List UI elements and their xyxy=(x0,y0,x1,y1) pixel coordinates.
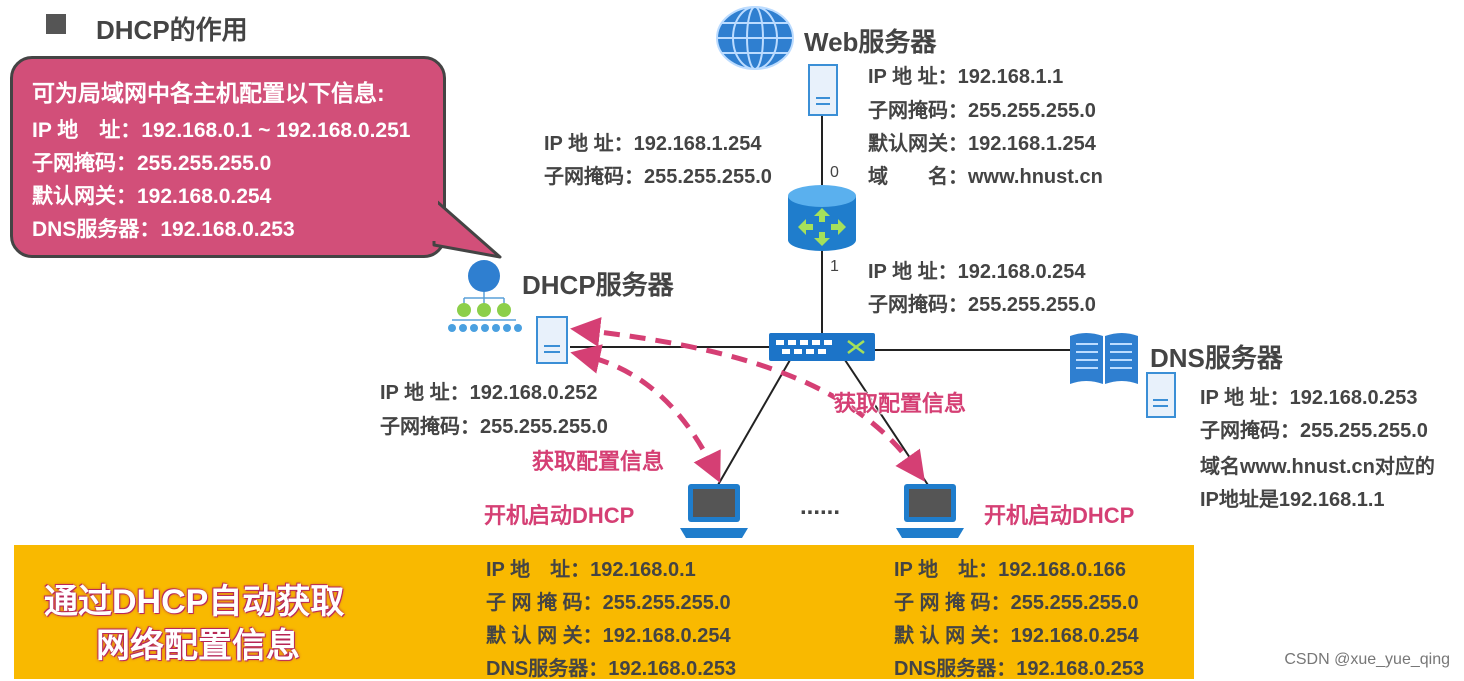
router-icon xyxy=(788,185,856,251)
router-iface0-ip: IP 地 址：192.168.1.254 xyxy=(544,133,762,155)
web-gateway: 默认网关：192.168.1.254 xyxy=(868,133,1096,155)
dns-domain-ip: IP地址是192.168.1.1 xyxy=(1200,489,1385,511)
router-iface1-subnet: 子网掩码：255.255.255.0 xyxy=(868,294,1096,316)
link-switch-host-left xyxy=(717,359,791,486)
bubble-gateway: 默认网关：192.168.0.254 xyxy=(32,185,272,208)
boot-label-left: 开机启动DHCP xyxy=(484,503,635,528)
switch-icon xyxy=(769,333,875,361)
host-right-gateway: 默 认 网 关：192.168.0.254 xyxy=(894,625,1139,647)
watermark: CSDN @xue_yue_qing xyxy=(1284,651,1450,668)
bottom-text-line1: 通过DHCP自动获取 xyxy=(44,583,345,621)
get-config-label-left: 获取配置信息 xyxy=(532,449,665,474)
book-icon xyxy=(1070,333,1138,384)
router-port-1: 1 xyxy=(830,258,839,275)
dhcp-server-icon xyxy=(536,316,568,364)
dns-ip: IP 地 址：192.168.0.253 xyxy=(1200,387,1418,409)
page-title: DHCP的作用 xyxy=(96,15,248,45)
web-server-name: Web服务器 xyxy=(804,27,937,57)
bubble-subnet: 子网掩码：255.255.255.0 xyxy=(32,152,272,175)
get-config-label-right: 获取配置信息 xyxy=(834,391,967,416)
router-iface1-ip: IP 地 址：192.168.0.254 xyxy=(868,261,1086,283)
web-subnet: 子网掩码：255.255.255.0 xyxy=(868,100,1096,122)
web-domain: 域 名：www.hnust.cn xyxy=(868,166,1103,188)
bottom-band xyxy=(14,545,1194,679)
laptop-icon-left xyxy=(680,484,748,538)
host-right-ip: IP 地 址：192.168.0.166 xyxy=(894,559,1126,581)
arrow-dhcp-left-host xyxy=(570,344,721,483)
host-left-dns: DNS服务器：192.168.0.253 xyxy=(486,658,737,680)
host-left-subnet: 子 网 掩 码：255.255.255.0 xyxy=(486,592,731,614)
dns-subnet: 子网掩码：255.255.255.0 xyxy=(1200,420,1428,442)
dhcp-subnet: 子网掩码：255.255.255.0 xyxy=(380,416,608,438)
boot-label-right: 开机启动DHCP xyxy=(984,503,1135,528)
web-server-icon xyxy=(808,64,838,116)
bubble-ip-range: IP 地 址：192.168.0.1 ~ 192.168.0.251 xyxy=(32,119,411,142)
globe-icon xyxy=(716,6,794,70)
router-iface0-subnet: 子网掩码：255.255.255.0 xyxy=(544,166,772,188)
title-square-icon xyxy=(46,14,66,34)
dns-domain-mapping: 域名www.hnust.cn对应的 xyxy=(1200,456,1435,478)
bubble-tail xyxy=(430,197,502,259)
web-ip: IP 地 址：192.168.1.1 xyxy=(868,66,1064,88)
router-port-0: 0 xyxy=(830,164,839,181)
host-right-subnet: 子 网 掩 码：255.255.255.0 xyxy=(894,592,1139,614)
more-hosts-ellipsis: ...... xyxy=(800,493,841,520)
host-left-gateway: 默 认 网 关：192.168.0.254 xyxy=(486,625,731,647)
host-right-dns: DNS服务器：192.168.0.253 xyxy=(894,658,1145,680)
laptop-icon-right xyxy=(896,484,964,538)
bubble-dns: DNS服务器：192.168.0.253 xyxy=(32,218,295,241)
dns-server-icon xyxy=(1146,372,1176,418)
dhcp-distribution-icon xyxy=(448,260,522,332)
bottom-text-line2: 网络配置信息 xyxy=(96,627,300,665)
bubble-heading: 可为局域网中各主机配置以下信息: xyxy=(32,80,385,106)
dhcp-ip: IP 地 址：192.168.0.252 xyxy=(380,382,598,404)
arrow-dhcp-right-host xyxy=(570,317,925,482)
dns-server-name: DNS服务器 xyxy=(1150,343,1283,373)
dhcp-info-bubble xyxy=(10,56,446,258)
host-left-ip: IP 地 址：192.168.0.1 xyxy=(486,559,696,581)
dhcp-server-name: DHCP服务器 xyxy=(522,270,674,300)
